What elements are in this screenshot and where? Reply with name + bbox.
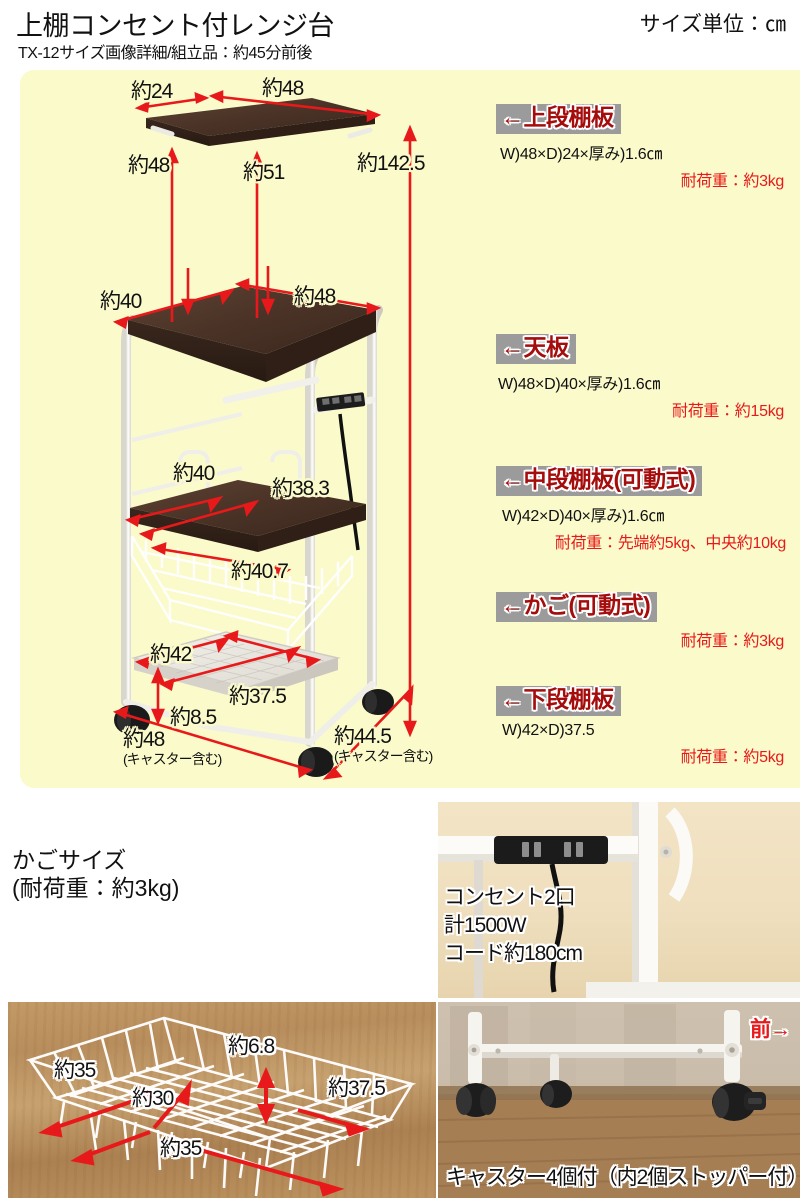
dim-total-width: 約48 (キャスター含む) <box>123 723 222 769</box>
spec-lower-shelf: W)42×D)37.5 <box>502 721 595 739</box>
label-group-middle-shelf: ←中段棚板(可動式) W)42×D)40×厚み)1.6㎝ 耐荷重：先端約5kg、… <box>430 466 792 553</box>
basket-wire-illustration <box>25 1016 417 1197</box>
spec-top-board: W)48×D)40×厚み)1.6㎝ <box>498 375 661 393</box>
size-unit-note: サイズ単位：㎝ <box>639 13 786 36</box>
dim-total-depth-value: 約44.5 <box>334 725 392 748</box>
dim-upper-shelf-clearance: 約48 <box>128 154 170 177</box>
basket-section-heading: かごサイズ (耐荷重：約3kg) <box>12 846 179 902</box>
basket-dim-right: 約37.5 <box>328 1077 386 1100</box>
badge-top-board: ←天板 <box>496 334 576 364</box>
outlet-caption-line2: 計1500W <box>444 914 527 937</box>
badge-lower-shelf: ←下段棚板 <box>496 686 621 716</box>
outlet-caption-line3: コード約180cm <box>444 942 583 965</box>
badge-middle-shelf: ←中段棚板(可動式) <box>496 466 703 496</box>
dim-upper-shelf-inner: 約51 <box>243 161 285 184</box>
product-drawing <box>112 90 417 780</box>
label-group-top-board: ←天板 W)48×D)40×厚み)1.6㎝ 耐荷重：約15kg <box>430 334 792 421</box>
dim-total-width-value: 約48 <box>123 728 165 751</box>
dim-middle-shelf-clearance: 約38.3 <box>272 477 330 500</box>
dim-floor-clearance: 約8.5 <box>170 706 217 729</box>
outlet-caption-line1: コンセント2口 <box>444 886 576 909</box>
label-group-lower-shelf: ←下段棚板 W)42×D)37.5 耐荷重：約5kg <box>430 686 792 767</box>
dim-lower-shelf-width: 約37.5 <box>229 685 287 708</box>
load-basket: 耐荷重：約3kg <box>680 632 785 650</box>
caster-photo: 前→ キャスター4個付（内2個ストッパー付） <box>438 1002 800 1198</box>
caster-front-marker: 前→ <box>750 1018 791 1041</box>
load-middle-shelf: 耐荷重：先端約5kg、中央約10kg <box>554 534 786 552</box>
load-upper-shelf: 耐荷重：約3kg <box>680 172 785 190</box>
basket-photo: 約35 約30 約6.8 約37.5 約35 <box>8 1002 436 1198</box>
dim-middle-shelf-depth: 約40 <box>173 462 215 485</box>
spec-middle-shelf: W)42×D)40×厚み)1.6㎝ <box>502 507 665 525</box>
label-group-upper-shelf: ←上段棚板 W)48×D)24×厚み)1.6㎝ 耐荷重：約3kg <box>430 104 792 191</box>
load-top-board: 耐荷重：約15kg <box>672 402 784 420</box>
dim-total-depth: 約44.5 (キャスター含む) <box>334 720 433 766</box>
dim-total-depth-note: (キャスター含む) <box>334 748 433 764</box>
dim-total-height: 約142.5 <box>357 152 426 175</box>
badge-basket: ←かご(可動式) <box>496 592 658 622</box>
basket-dim-height: 約6.8 <box>228 1035 275 1058</box>
dim-top-board-depth: 約40 <box>100 290 142 313</box>
dim-upper-shelf-depth: 約24 <box>131 80 173 103</box>
spec-upper-shelf: W)48×D)24×厚み)1.6㎝ <box>500 145 663 163</box>
dim-upper-shelf-width: 約48 <box>262 77 304 100</box>
outlet-illustration <box>438 802 800 998</box>
basket-heading-line1: かごサイズ <box>12 847 127 873</box>
page-title: 上棚コンセント付レンジ台 <box>16 11 335 41</box>
dim-middle-shelf-width: 約40.7 <box>231 560 289 583</box>
dim-lower-shelf-depth: 約42 <box>150 643 192 666</box>
caster-wheel <box>362 689 394 715</box>
load-lower-shelf: 耐荷重：約5kg <box>680 748 785 766</box>
dim-top-board-width: 約48 <box>294 285 336 308</box>
dim-total-width-note: (キャスター含む) <box>123 751 222 767</box>
caster-illustration <box>438 1002 800 1198</box>
outlet-photo: コンセント2口 計1500W コード約180cm <box>438 802 800 998</box>
page-subtitle: TX-12サイズ画像詳細/組立品：約45分前後 <box>18 45 312 62</box>
badge-upper-shelf: ←上段棚板 <box>496 104 621 134</box>
basket-dim-left-top: 約35 <box>54 1059 96 1082</box>
basket-heading-line2: (耐荷重：約3kg) <box>12 875 180 902</box>
caster-caption: キャスター4個付（内2個ストッパー付） <box>446 1166 800 1189</box>
basket-dim-front: 約35 <box>160 1137 202 1160</box>
label-group-basket: ←かご(可動式) 耐荷重：約3kg <box>430 592 792 651</box>
basket-dim-inner: 約30 <box>132 1087 174 1110</box>
